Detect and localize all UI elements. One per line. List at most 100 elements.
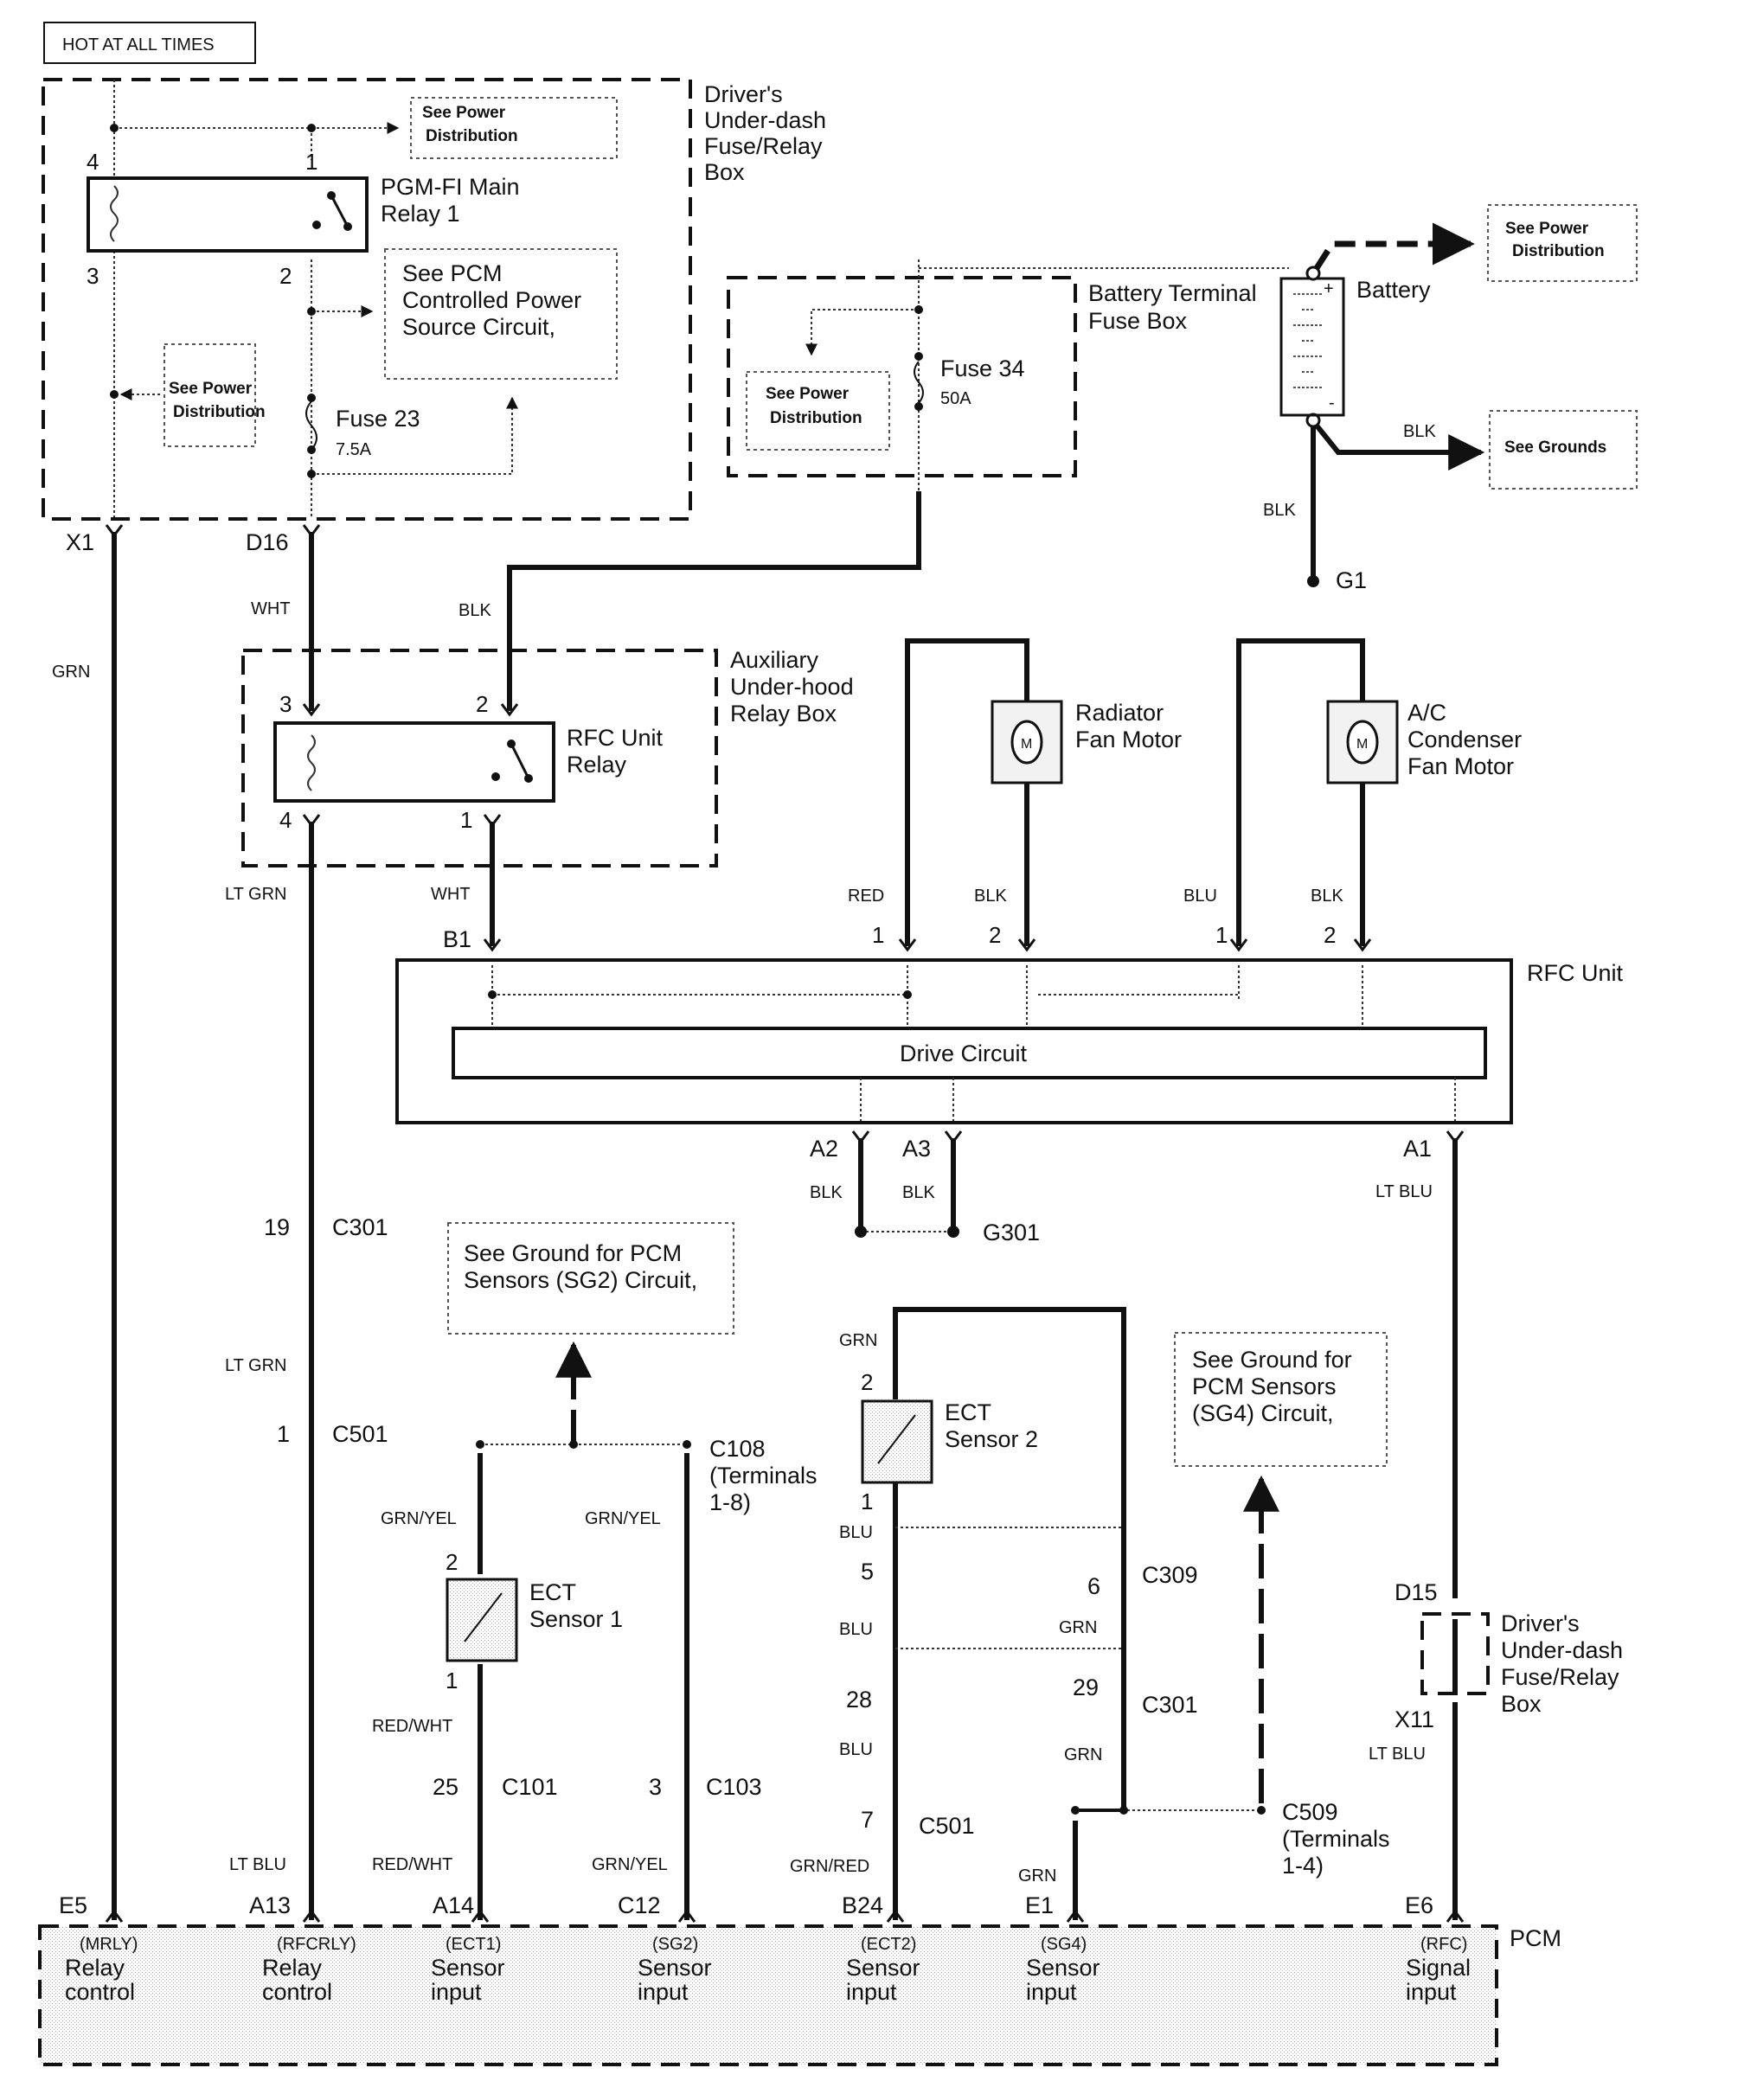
svg-text:6: 6 (1087, 1573, 1100, 1599)
svg-text:Under-dash: Under-dash (704, 107, 826, 133)
svg-text:See Grounds: See Grounds (1504, 439, 1606, 457)
svg-text:29: 29 (1073, 1674, 1099, 1700)
see-power-distribution-ref-2: See Power Distribution (164, 343, 266, 447)
hot-at-all-times-label: HOT AT ALL TIMES (43, 22, 256, 64)
connector-mark (851, 1130, 870, 1144)
pcm-connector-mark (471, 1909, 490, 1923)
svg-text:Controlled Power: Controlled Power (402, 287, 581, 313)
svg-text:C101: C101 (502, 1774, 558, 1800)
svg-text:RFC Unit: RFC Unit (1527, 960, 1624, 986)
svg-text:2: 2 (476, 691, 488, 717)
radiator-fan-motor: M Radiator Fan Motor (991, 700, 1182, 784)
svg-text:Battery Terminal: Battery Terminal (1088, 280, 1257, 306)
svg-text:(Terminals: (Terminals (1282, 1826, 1390, 1852)
svg-text:19: 19 (264, 1214, 290, 1240)
svg-text:Under-hood: Under-hood (730, 674, 854, 700)
svg-text:LT GRN: LT GRN (225, 885, 287, 904)
svg-text:4: 4 (87, 149, 99, 175)
svg-text:GRN/RED: GRN/RED (790, 1857, 869, 1876)
pcm-connector-mark (302, 1909, 321, 1923)
pcm-connector-mark (105, 1909, 124, 1923)
svg-text:C108: C108 (709, 1436, 766, 1462)
svg-text:Radiator: Radiator (1075, 700, 1164, 726)
svg-text:Sensor 1: Sensor 1 (529, 1606, 623, 1632)
svg-text:C501: C501 (919, 1813, 975, 1839)
pcm-terminal-desc-2: control (262, 1979, 332, 2005)
svg-text:3: 3 (87, 263, 99, 289)
see-power-distribution-ref-3: See Power Distribution (1487, 204, 1638, 282)
pcm-terminal-desc-1: Sensor (431, 1955, 505, 1981)
connector-mark (483, 938, 502, 952)
svg-text:1: 1 (446, 1668, 458, 1693)
pcm-signal-code: (ECT2) (861, 1935, 916, 1954)
svg-text:X11: X11 (1395, 1706, 1434, 1732)
battery-terminal-fuse-box: Fuse 34 50A Battery Terminal Fuse Box Se… (727, 259, 1289, 493)
pcm-terminal-desc-2: input (1026, 1979, 1077, 2005)
svg-text:BLK: BLK (974, 887, 1007, 906)
connector-mark (483, 814, 502, 828)
svg-text:3: 3 (649, 1774, 662, 1800)
svg-text:5: 5 (861, 1559, 874, 1585)
svg-text:25: 25 (433, 1774, 458, 1800)
svg-text:BLK: BLK (1403, 422, 1436, 441)
svg-text:BLK: BLK (810, 1183, 843, 1202)
svg-text:GRN: GRN (839, 1331, 877, 1350)
see-ground-sg4-ref: See Ground for PCM Sensors (SG4) Circuit… (1174, 1332, 1388, 1467)
svg-text:See Ground for: See Ground for (1192, 1347, 1352, 1373)
svg-text:2: 2 (989, 922, 1001, 948)
pcm-terminal-desc-2: input (846, 1979, 897, 2005)
pcm-signal-code: (SG2) (652, 1935, 698, 1954)
svg-text:(Terminals: (Terminals (709, 1463, 818, 1489)
svg-text:Driver's: Driver's (1501, 1610, 1580, 1636)
svg-text:Driver's: Driver's (704, 81, 783, 107)
svg-text:Box: Box (1501, 1691, 1542, 1717)
svg-text:(SG4) Circuit,: (SG4) Circuit, (1192, 1400, 1334, 1426)
svg-text:1-4): 1-4) (1282, 1853, 1324, 1879)
svg-text:PGM-FI Main: PGM-FI Main (381, 174, 520, 200)
battery: + - Battery (1279, 266, 1431, 428)
svg-text:BLK: BLK (1263, 501, 1296, 520)
see-pcm-controlled-power-ref: See PCM Controlled Power Source Circuit, (384, 248, 618, 380)
svg-text:ECT: ECT (945, 1399, 991, 1425)
fuse-23: Fuse 23 7.5A (305, 400, 420, 459)
connector-mark (1229, 938, 1248, 952)
svg-text:BLU: BLU (839, 1523, 873, 1542)
svg-text:C509: C509 (1282, 1799, 1338, 1825)
connector-mark (302, 703, 321, 717)
pcm-pin-label: E1 (1025, 1892, 1054, 1918)
svg-text:M: M (1021, 737, 1032, 752)
drivers-fuse-relay-box-2: D15 X11 Driver's Under-dash Fuse/Relay B… (1395, 1579, 1623, 1732)
rfc-unit: Drive Circuit RFC Unit (395, 958, 1624, 1124)
svg-text:50A: 50A (940, 389, 971, 408)
svg-text:7: 7 (861, 1807, 874, 1833)
svg-text:Auxiliary: Auxiliary (730, 647, 819, 673)
svg-text:D16: D16 (246, 529, 289, 555)
svg-text:GRN/YEL: GRN/YEL (381, 1509, 457, 1528)
svg-text:Sensors (SG2) Circuit,: Sensors (SG2) Circuit, (464, 1267, 697, 1293)
svg-text:7.5A: 7.5A (336, 440, 372, 459)
svg-text:28: 28 (846, 1687, 872, 1713)
svg-text:1-8): 1-8) (709, 1489, 751, 1515)
svg-text:Relay: Relay (567, 752, 627, 778)
svg-text:Fuse 23: Fuse 23 (336, 406, 420, 432)
pcm-terminal-desc-1: Sensor (1026, 1955, 1100, 1981)
ect-sensor-2: 2 1 ECT Sensor 2 (861, 1369, 1038, 1514)
pcm-terminal-desc-2: input (638, 1979, 689, 2005)
svg-text:A/C: A/C (1407, 700, 1446, 726)
svg-text:PCM Sensors: PCM Sensors (1192, 1373, 1337, 1399)
connector-mark (500, 703, 519, 717)
svg-text:PCM: PCM (1510, 1925, 1561, 1951)
svg-text:RED/WHT: RED/WHT (372, 1855, 452, 1874)
pcm: PCM (38, 1924, 1561, 2066)
auxiliary-relay-box: 3 2 4 1 RFC Unit Relay Auxiliary Under-h… (241, 647, 854, 868)
svg-text:HOT AT ALL TIMES: HOT AT ALL TIMES (62, 35, 215, 54)
pcm-terminal-desc-1: Signal (1406, 1955, 1471, 1981)
connector-mark (1017, 938, 1036, 952)
see-ground-sg2-ref: See Ground for PCM Sensors (SG2) Circuit… (447, 1222, 734, 1335)
pcm-terminal-desc-2: input (1406, 1979, 1457, 2005)
svg-text:1: 1 (861, 1489, 873, 1514)
